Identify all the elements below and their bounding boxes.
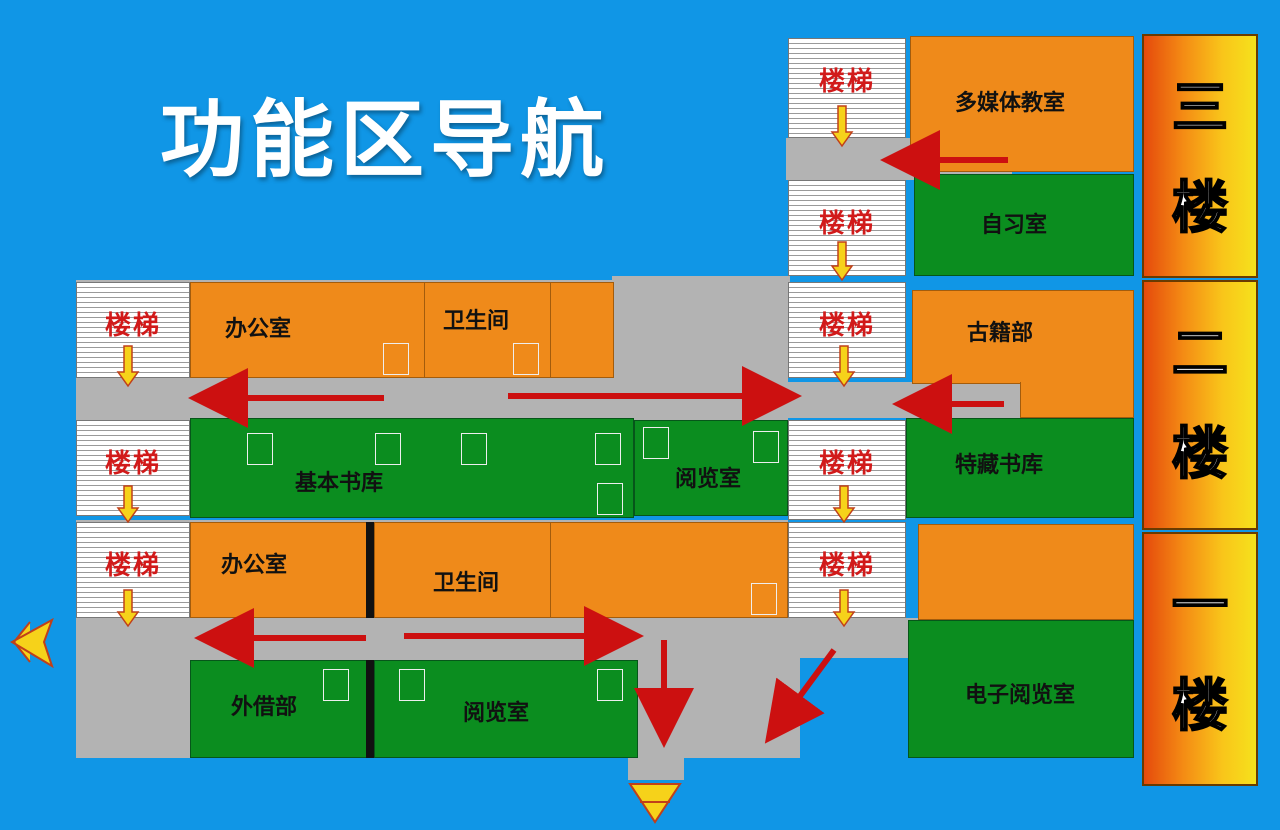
room-special-collection[interactable]: 特藏书库 [906,418,1134,518]
stairs-2f-west-lower: 楼梯 [76,420,190,516]
door-icon [753,431,779,463]
stair-label: 楼梯 [104,311,161,341]
room-label: 卫生间 [433,571,500,596]
room-label: 卫生间 [443,309,510,334]
door-icon [461,433,487,465]
room-label: 古籍部 [967,321,1034,346]
floor-indicator-3f: 三 楼 [1142,34,1258,278]
room-label: 阅览室 [463,701,530,726]
stair-label: 楼梯 [104,551,161,581]
room-east-1f[interactable] [918,524,1134,620]
door-icon [597,669,623,701]
room-office-1f[interactable]: 办公室 [190,522,372,618]
room-label: 特藏书库 [955,453,1044,478]
door-icon [383,343,409,375]
room-e-reading-room[interactable]: 电子阅览室 [908,620,1134,758]
stair-down-arrow [830,105,854,148]
stairs-3f-lower: 楼梯 [788,180,906,276]
stair-down-arrow [116,345,140,388]
floor-char: 楼 [1171,421,1229,487]
stair-down-arrow [832,345,856,388]
floor-char: 楼 [1171,673,1229,739]
room-label: 基本书库 [295,471,384,496]
stairs-2f-west: 楼梯 [76,282,190,378]
stair-label: 楼梯 [104,449,161,479]
stair-label: 楼梯 [818,449,875,479]
room-label: 外借部 [231,695,298,720]
exit-arrow-left-icon [9,617,54,669]
room-label: 自习室 [981,213,1048,238]
door-icon [323,669,349,701]
door-icon [399,669,425,701]
room-office-2f[interactable]: 办公室 [190,282,426,378]
room-ancient-books[interactable]: 古籍部 [912,290,1134,384]
door-icon [643,427,669,459]
room-restroom-1f[interactable]: 卫生间 [374,522,552,618]
room-storage-2f[interactable] [550,282,614,378]
room-label: 办公室 [221,553,288,578]
stair-label: 楼梯 [818,67,875,97]
stair-down-arrow [116,485,140,524]
direction-arrow [764,648,837,744]
room-label: 电子阅览室 [965,683,1076,708]
stairs-3f: 楼梯 [788,38,906,138]
door-icon [597,483,623,515]
exit-arrow-down-icon [628,783,682,824]
room-lending[interactable]: 外借部 [190,660,370,758]
door-icon [595,433,621,465]
floor-char: 一 [1171,573,1229,639]
room-storage-1f[interactable] [550,522,788,618]
floor-char: 二 [1171,321,1229,387]
room-label: 阅览室 [675,467,742,492]
door-icon [247,433,273,465]
stair-down-arrow [116,589,140,628]
room-ancient-books-ext [1020,382,1134,418]
room-multimedia-classroom[interactable]: 多媒体教室 [910,36,1134,172]
wall-divider [366,522,374,618]
floor-char: 三 [1171,75,1229,141]
floor-indicator-1f: 一 楼 [1142,532,1258,786]
floor-indicator-2f: 二 楼 [1142,280,1258,530]
stair-label: 楼梯 [818,311,875,341]
stair-label: 楼梯 [818,209,875,239]
stairs-1f-east: 楼梯 [788,522,906,618]
stair-down-arrow [832,485,856,524]
stair-label: 楼梯 [818,551,875,581]
room-reading-room-2f[interactable]: 阅览室 [634,420,788,516]
page-title: 功能区导航 [160,90,611,189]
door-icon [513,343,539,375]
room-restroom-2f[interactable]: 卫生间 [424,282,552,378]
stair-down-arrow [830,241,854,282]
door-icon [751,583,777,615]
stairs-2f-east: 楼梯 [788,282,906,378]
room-basic-stacks[interactable]: 基本书库 [190,418,634,518]
door-icon [375,433,401,465]
floor-char: 楼 [1171,175,1229,241]
room-label: 办公室 [225,317,292,342]
wall-divider [366,660,374,758]
stair-down-arrow [832,589,856,628]
room-label: 多媒体教室 [955,91,1066,116]
room-self-study[interactable]: 自习室 [914,174,1134,276]
corridor-middle-right [612,276,790,376]
stair-down-arrow-group [116,105,856,628]
